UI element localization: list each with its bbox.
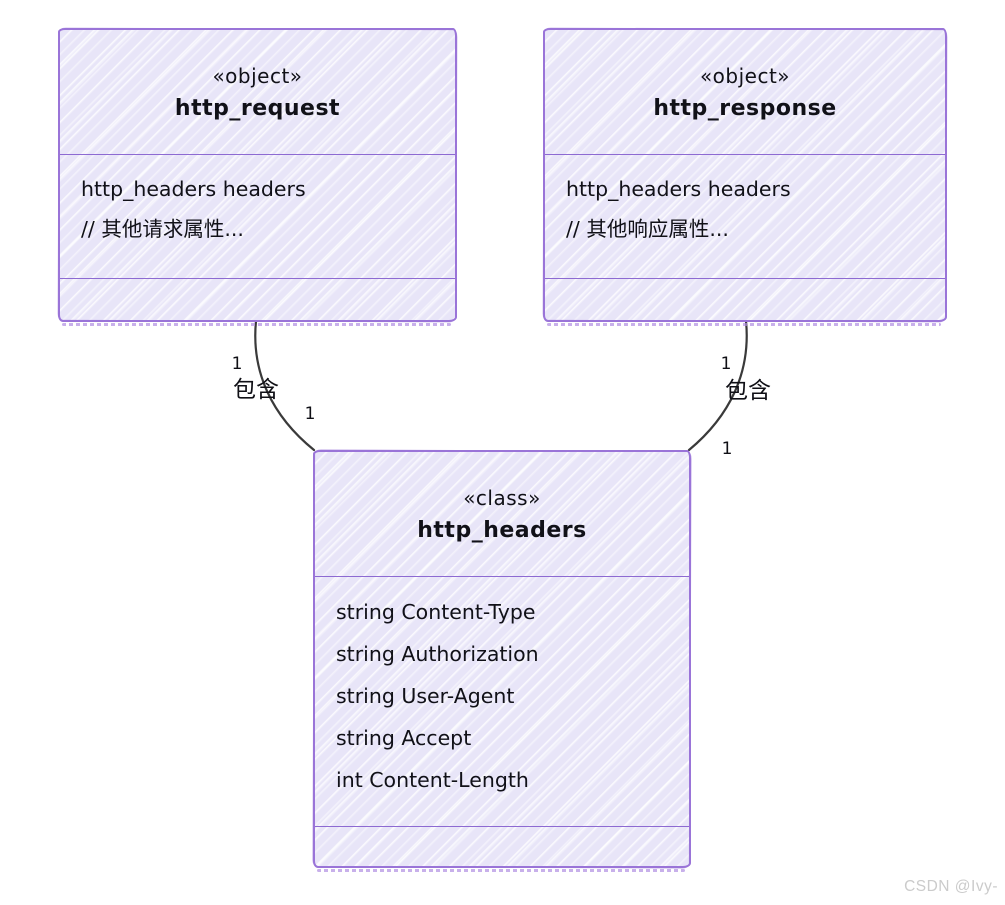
csdn-watermark: CSDN @Ivy-	[904, 878, 998, 895]
node-http-request-title: «object» http_request	[60, 30, 455, 154]
attribute-line: int Content-Length	[336, 768, 529, 792]
node-name: http_response	[653, 95, 837, 121]
node-http-response: «object» http_response http_headers head…	[543, 28, 947, 326]
attribute-line: string Content-Type	[336, 600, 536, 624]
attribute-line: string User-Agent	[336, 684, 515, 708]
node-http-request-methods-empty	[60, 278, 455, 324]
cardinality-headers-side-left: 1	[304, 404, 316, 424]
node-http-response-methods-empty	[545, 278, 945, 324]
stereotype-label: «object»	[212, 63, 303, 88]
stereotype-label: «class»	[463, 485, 541, 510]
node-http-headers-attributes: string Content-Type string Authorization…	[315, 576, 689, 826]
cardinality-response-side: 1	[720, 354, 732, 374]
cardinality-headers-side-right: 1	[721, 439, 733, 459]
node-http-headers: «class» http_headers string Content-Type…	[313, 450, 691, 872]
attribute-line: // 其他请求属性...	[81, 217, 244, 241]
edge-label-contains-right: 包含	[725, 378, 771, 404]
stereotype-label: «object»	[699, 63, 791, 88]
node-http-response-title: «object» http_response	[545, 30, 945, 154]
node-http-headers-title: «class» http_headers	[315, 452, 689, 576]
attribute-line: http_headers headers	[566, 177, 791, 201]
edge-label-contains-left: 包含	[233, 377, 279, 403]
node-http-response-attributes: http_headers headers // 其他响应属性...	[545, 154, 945, 278]
cardinality-request-side: 1	[231, 354, 243, 374]
attribute-line: string Authorization	[336, 642, 539, 666]
attribute-line: // 其他响应属性...	[566, 217, 729, 241]
node-name: http_headers	[417, 517, 587, 543]
node-http-request: «object» http_request http_headers heade…	[58, 28, 457, 326]
attribute-line: http_headers headers	[81, 177, 306, 201]
node-name: http_request	[174, 95, 341, 121]
node-http-headers-methods-empty	[315, 826, 689, 868]
attribute-line: string Accept	[336, 726, 472, 750]
node-http-request-attributes: http_headers headers // 其他请求属性...	[60, 154, 455, 278]
